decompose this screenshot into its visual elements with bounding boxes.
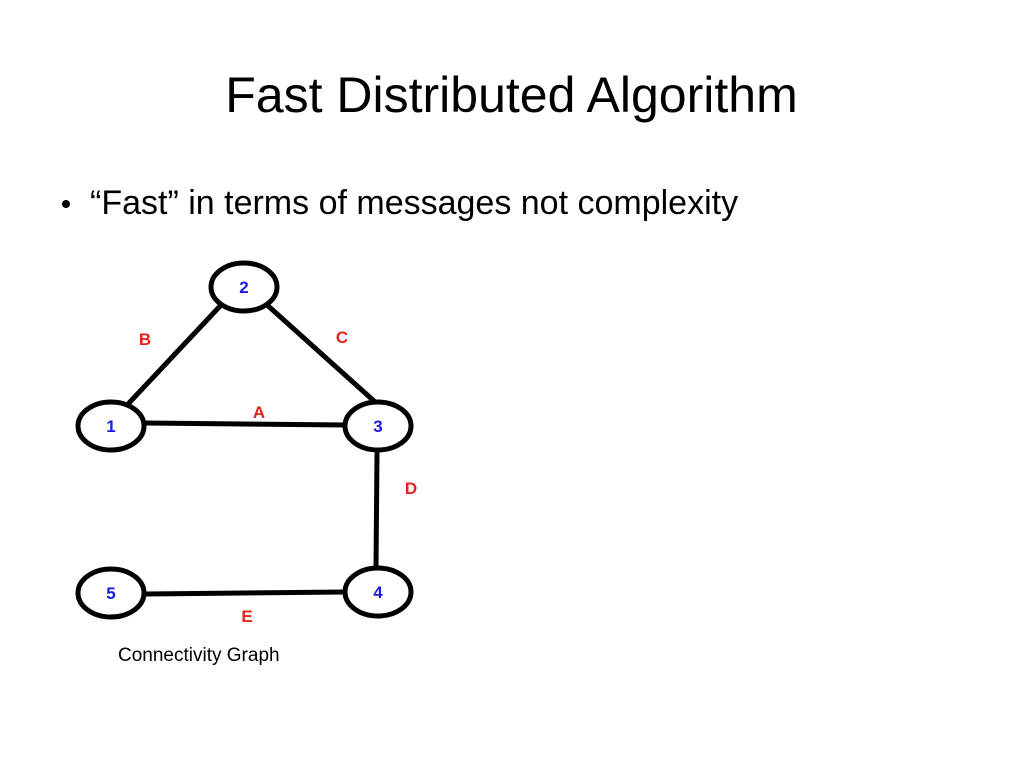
node-label: 2 — [239, 278, 248, 297]
bullet-item: “Fast” in terms of messages not complexi… — [62, 181, 738, 225]
node-circle — [208, 260, 280, 314]
edge-label-a: A — [253, 403, 265, 422]
edge-label-b: B — [139, 330, 151, 349]
edge-label-d: D — [405, 479, 417, 498]
edge-label-c: C — [336, 328, 348, 347]
node-label: 1 — [106, 417, 115, 436]
graph-node-5: 5 — [75, 566, 147, 620]
graph-caption: Connectivity Graph — [118, 645, 280, 666]
edge-d — [373, 451, 380, 571]
node-label: 3 — [373, 417, 382, 436]
graph-node-3: 3 — [342, 399, 414, 453]
node-circle — [342, 565, 414, 619]
node-circle — [342, 399, 414, 453]
edge-label-e: E — [241, 607, 252, 626]
bullet-dot-icon — [62, 200, 70, 209]
graph-node-4: 4 — [342, 565, 414, 619]
node-label: 5 — [106, 584, 115, 603]
edge-e — [142, 589, 349, 597]
bullet-text: “Fast” in terms of messages not complexi… — [90, 184, 739, 222]
edge-a — [142, 420, 349, 428]
node-circle — [75, 399, 147, 453]
graph-node-1: 1 — [75, 399, 147, 453]
edge-b — [126, 301, 225, 406]
node-label: 4 — [373, 583, 383, 602]
graph-node-2: 2 — [208, 260, 280, 314]
slide-title: Fast Distributed Algorithm — [225, 67, 798, 123]
node-circle — [75, 566, 147, 620]
edge-c — [263, 301, 377, 404]
graph-edges — [126, 301, 380, 597]
